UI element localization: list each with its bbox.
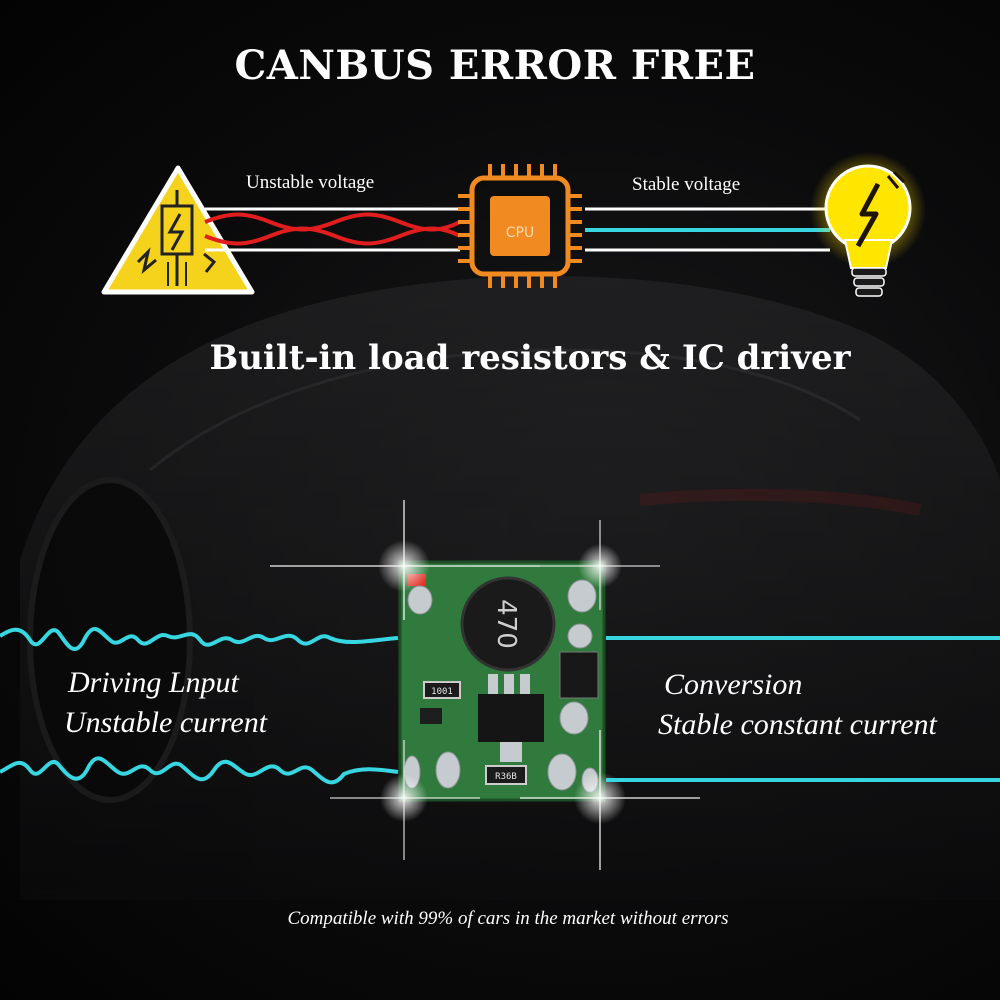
- inductor-label: 470: [491, 599, 521, 649]
- unstable-current-waves: [0, 627, 399, 785]
- page-title: CANBUS ERROR FREE: [234, 42, 756, 89]
- unstable-current-label: Unstable current: [64, 706, 268, 739]
- output-wires: [585, 207, 830, 252]
- conversion-label: Conversion: [664, 668, 803, 701]
- warning-triangle-icon: [101, 165, 255, 295]
- compatibility-footer: Compatible with 99% of cars in the marke…: [287, 908, 729, 929]
- stable-current-lines: [606, 636, 1000, 782]
- stable-voltage-label: Stable voltage: [632, 174, 741, 195]
- lens-flares: [270, 500, 700, 870]
- input-wires: [204, 207, 461, 252]
- light-bulb-icon: [810, 152, 926, 297]
- resistor-label: 1001: [431, 687, 453, 697]
- unstable-voltage-label: Unstable voltage: [246, 172, 375, 193]
- driving-input-label: Driving Lnput: [68, 666, 239, 699]
- cpu-chip-icon: CPU: [458, 164, 582, 288]
- subtitle: Built-in load resistors & IC driver: [209, 338, 851, 378]
- stable-current-label: Stable constant current: [658, 708, 937, 741]
- circuit-board: 470 1001 R: [398, 560, 606, 802]
- resistor2-label: R36B: [495, 772, 517, 782]
- cpu-label: CPU: [506, 225, 534, 241]
